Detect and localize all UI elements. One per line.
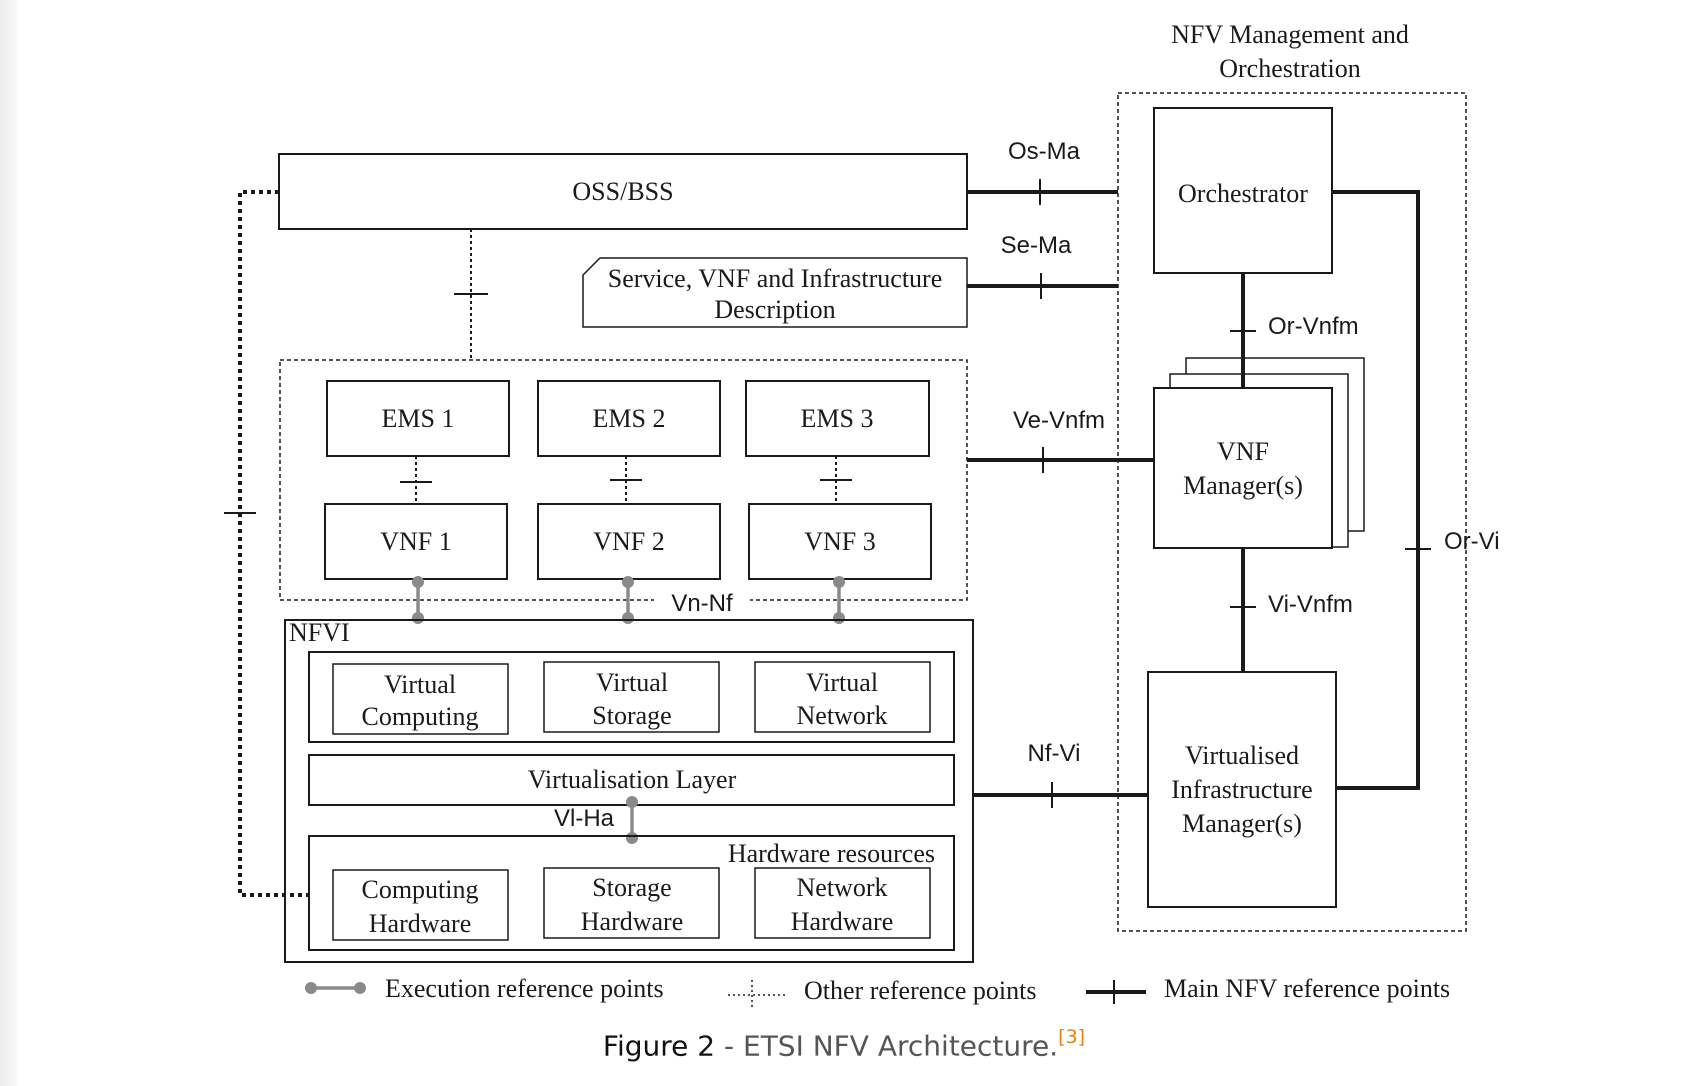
vn-nf-3-point-top: [833, 576, 845, 588]
hardware-resources-label: Hardware resources: [728, 839, 935, 868]
orchestrator-label: Orchestrator: [1178, 179, 1308, 208]
computing-hardware-label-line1: Computing: [361, 875, 478, 904]
nfvi-title: NFVI: [289, 618, 350, 647]
virtual-network-label-line2: Network: [797, 701, 888, 730]
caption-figure-label: Figure 2: [602, 1029, 716, 1063]
ems-1-label: EMS 1: [382, 404, 455, 433]
vn-nf-2-point-bottom: [622, 612, 634, 624]
ve-vnfm-label: Ve-Vnfm: [1013, 407, 1105, 434]
vnf-manager-box: [1153, 387, 1333, 549]
storage-hardware-label-line2: Hardware: [581, 907, 684, 936]
storage-hardware-box: [543, 867, 720, 939]
vim-label-line2: Infrastructure: [1171, 775, 1312, 804]
page-gutter: [0, 0, 18, 1086]
orchestrator-box: [1153, 107, 1333, 274]
mano-container: [1117, 92, 1467, 932]
storage-hardware-label-line1: Storage: [592, 873, 671, 902]
ems-3-label: EMS 3: [801, 404, 874, 433]
ems-2-label: EMS 2: [593, 404, 666, 433]
vn-nf-3-point-bottom: [833, 612, 845, 624]
vn-nf-label-bg: [654, 588, 750, 620]
os-ma-label: Os-Ma: [1008, 138, 1081, 165]
or-vnfm-label: Or-Vnfm: [1268, 313, 1359, 340]
or-vi-line: [1332, 190, 1420, 790]
ems-vnf-group: [279, 359, 968, 601]
hardware-resources-panel: [308, 835, 955, 951]
vn-nf-label: Vn-Nf: [671, 590, 733, 617]
nfvi-container: [284, 619, 974, 963]
virtual-network-label-line1: Virtual: [806, 668, 878, 697]
vl-ha-point-bottom: [626, 832, 638, 844]
network-hardware-label-line1: Network: [797, 873, 888, 902]
legend-execution-point-left: [305, 982, 317, 994]
caption-text: - ETSI NFV Architecture.: [715, 1029, 1059, 1063]
network-hardware-box: [754, 867, 931, 939]
vim-label-line1: Virtualised: [1185, 741, 1299, 770]
vnf-manager-label-line2: Manager(s): [1183, 471, 1303, 500]
ems-2-box: [537, 380, 721, 457]
vnf-3-box: [748, 503, 932, 580]
nfv-architecture-figure: NFV Management and Orchestration Orchest…: [224, 20, 1500, 1008]
virtual-computing-label-line1: Virtual: [384, 670, 456, 699]
figure-caption: Figure 2 - ETSI NFV Architecture.[3]: [0, 1026, 1688, 1063]
nf-vi-label: Nf-Vi: [1028, 740, 1081, 767]
caption-reference-link[interactable]: [3]: [1058, 1026, 1086, 1048]
vnf-2-label: VNF 2: [593, 527, 665, 556]
legend-execution-label: Execution reference points: [385, 974, 664, 1003]
vim-box: [1147, 671, 1337, 908]
vnf-1-label: VNF 1: [380, 527, 452, 556]
vnf-manager-label-line1: VNF: [1217, 437, 1269, 466]
virtual-storage-label-line2: Storage: [592, 701, 671, 730]
vn-nf-2-point-top: [622, 576, 634, 588]
vi-vnfm-label: Vi-Vnfm: [1268, 591, 1353, 618]
vn-nf-1-point-top: [412, 576, 424, 588]
virtualisation-layer-label: Virtualisation Layer: [528, 765, 737, 794]
virtual-resources-panel: [308, 651, 955, 743]
virtual-computing-label-line2: Computing: [361, 702, 478, 731]
ems-3-box: [745, 380, 930, 457]
vnf-3-label: VNF 3: [804, 527, 876, 556]
virtual-storage-box: [543, 661, 720, 733]
mano-title-line1: NFV Management and: [1171, 20, 1409, 49]
virtual-computing-box: [332, 663, 509, 735]
description-label-line1: Service, VNF and Infrastructure: [608, 264, 943, 293]
network-hardware-label-line2: Hardware: [791, 907, 894, 936]
oss-bss-label: OSS/BSS: [572, 177, 673, 206]
or-vi-label: Or-Vi: [1444, 528, 1500, 555]
description-label-line2: Description: [714, 295, 835, 324]
vl-ha-label: Vl-Ha: [554, 805, 615, 832]
vim-label-line3: Manager(s): [1182, 809, 1302, 838]
vn-nf-1-point-bottom: [412, 612, 424, 624]
description-doc: [582, 257, 968, 328]
nfv-diagram: NFV Management and Orchestration Orchest…: [224, 20, 1500, 1008]
vnf-2-box: [537, 503, 721, 580]
computing-hardware-box: [332, 869, 509, 941]
legend-main-label: Main NFV reference points: [1164, 974, 1450, 1003]
oss-nfvi-reference-line: [238, 190, 310, 897]
legend-other-label: Other reference points: [804, 976, 1036, 1005]
vnf-1-box: [324, 503, 508, 580]
virtual-storage-label-line1: Virtual: [596, 668, 668, 697]
se-ma-label: Se-Ma: [1001, 232, 1072, 259]
nfvi-title-bg: [287, 621, 357, 649]
ems-1-box: [326, 380, 510, 457]
virtual-network-box: [754, 661, 931, 733]
computing-hardware-label-line2: Hardware: [369, 909, 472, 938]
mano-title-line2: Orchestration: [1219, 54, 1361, 83]
legend-execution-point-right: [354, 982, 366, 994]
oss-bss-box: [278, 153, 968, 230]
vl-ha-point-top: [626, 796, 638, 808]
